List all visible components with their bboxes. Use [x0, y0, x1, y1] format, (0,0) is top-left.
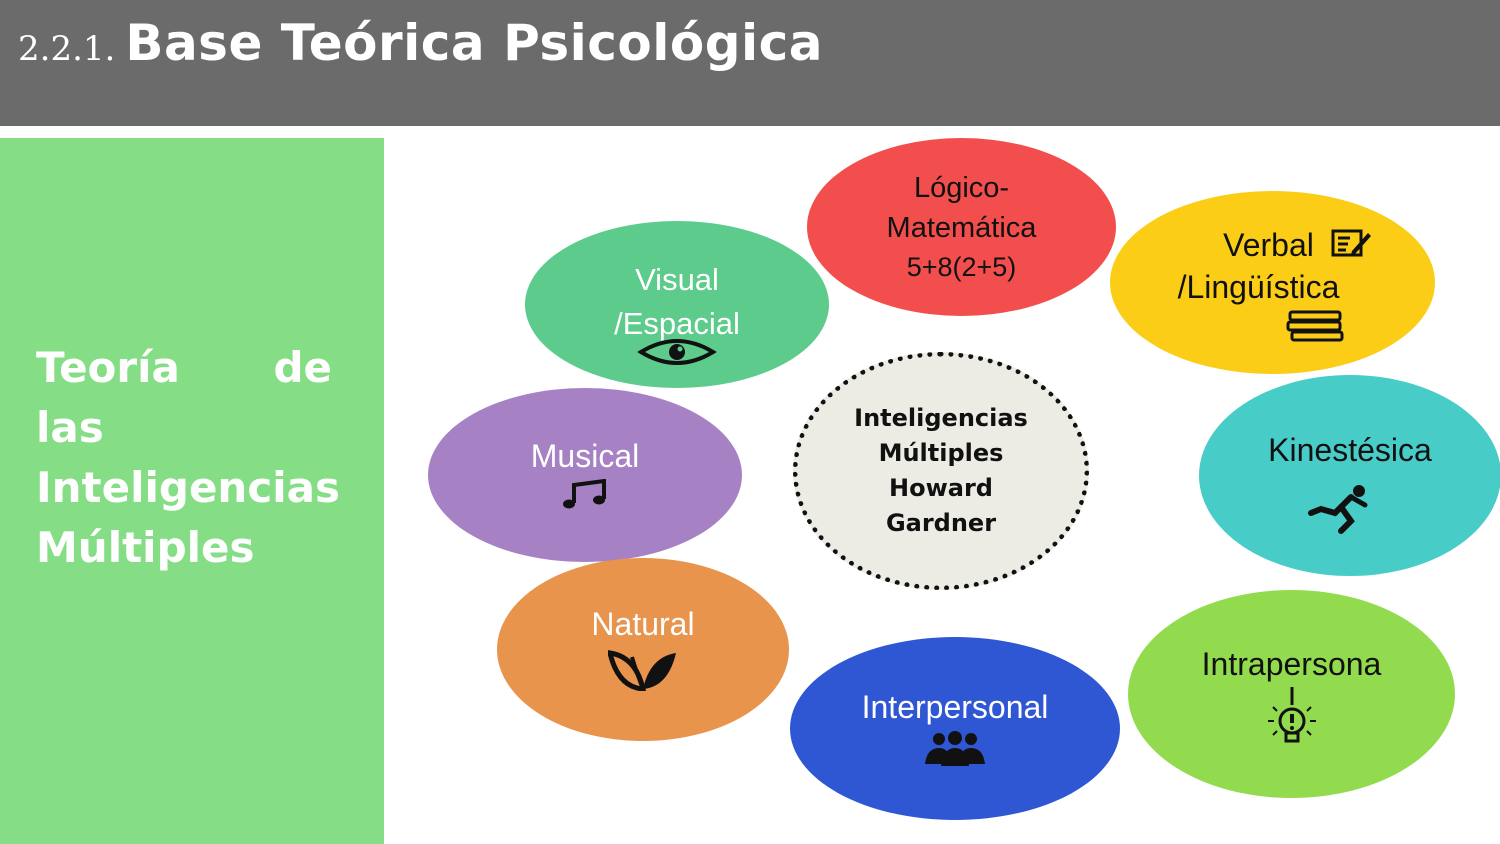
center-line-3: Howard: [889, 474, 993, 502]
interpersonal-label: Interpersonal: [861, 689, 1049, 725]
side-word-teoria: Teoría: [36, 343, 180, 392]
side-panel: [0, 138, 384, 844]
bubble-natural: Natural: [497, 558, 789, 741]
kinestesica-label: Kinestésica: [1268, 432, 1432, 468]
group-icon: [923, 730, 987, 771]
bubble-intrapersona: Intrapersona: [1128, 590, 1455, 798]
page-title: 2.2.1.Base Teórica Psicológica: [18, 14, 823, 72]
center-node: Inteligencias Múltiples Howard Gardner: [793, 352, 1089, 590]
music-notes-icon: [560, 478, 610, 516]
bubble-verbal-linguistica: Verbal /Lingüística: [1110, 191, 1435, 374]
bubble-musical: Musical: [428, 388, 742, 562]
section-number: 2.2.1.: [18, 29, 116, 69]
side-heading-line-1: Teoría de: [36, 338, 332, 398]
side-heading: Teoría de las Inteligencias Múltiples: [36, 338, 340, 578]
bubble-logico-matematica: Lógico- Matemática 5+8(2+5): [807, 138, 1116, 316]
edit-icon: [1330, 227, 1372, 264]
natural-label: Natural: [591, 606, 695, 642]
section-title: Base Teórica Psicológica: [125, 14, 824, 72]
title-bar: 2.2.1.Base Teórica Psicológica: [0, 0, 1500, 126]
intrapersona-label: Intrapersona: [1201, 645, 1382, 682]
running-person-icon: [1307, 483, 1373, 540]
verbal-line-1: Verbal: [1223, 227, 1314, 263]
side-heading-line-2: las: [36, 403, 104, 452]
musical-label: Musical: [530, 437, 640, 474]
side-heading-line-4: Múltiples: [36, 523, 255, 572]
lightbulb-icon: [1264, 686, 1320, 756]
center-line-1: Inteligencias: [854, 404, 1028, 432]
side-word-de: de: [273, 343, 332, 392]
verbal-line-2: /Lingüística: [1177, 269, 1340, 305]
logico-line-1: Lógico-: [913, 172, 1010, 204]
side-heading-line-3: Inteligencias: [36, 463, 340, 512]
bubble-visual-espacial: Visual /Espacial: [525, 221, 829, 388]
books-icon: [1286, 310, 1346, 347]
visual-line-1: Visual: [635, 262, 719, 297]
center-line-2: Múltiples: [878, 439, 1004, 467]
eye-icon: [637, 336, 717, 373]
bubble-kinestesica: Kinestésica: [1199, 375, 1500, 576]
logico-line-3: 5+8(2+5): [906, 252, 1017, 282]
bubble-interpersonal: Interpersonal: [790, 637, 1120, 820]
leaves-icon: [606, 647, 678, 696]
logico-line-2: Matemática: [886, 212, 1037, 244]
visual-line-2: /Espacial: [614, 306, 740, 341]
center-line-4: Gardner: [885, 509, 997, 537]
